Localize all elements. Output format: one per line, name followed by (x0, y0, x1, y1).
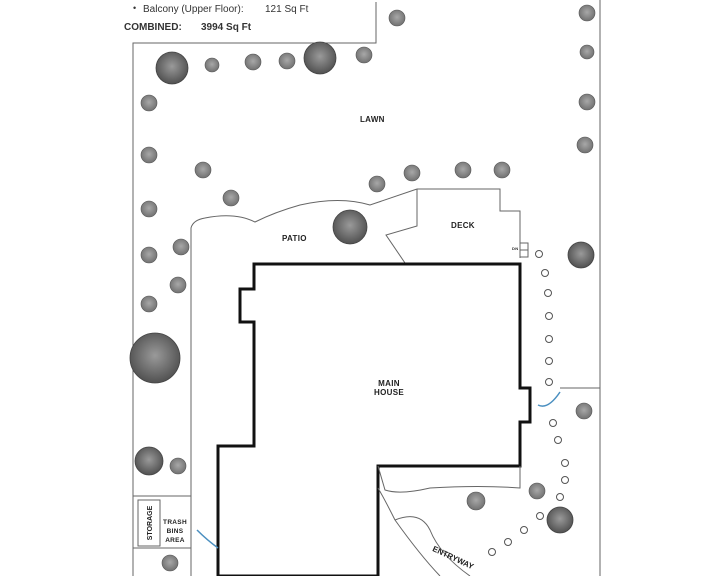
shrub-icon (403, 164, 421, 182)
trash-line2: BINS (166, 528, 184, 535)
shrub-icon (493, 161, 511, 179)
shrub-icon (278, 52, 296, 70)
entryway-label: ENTRYWAY (431, 544, 476, 571)
gate-fixture-right (537, 391, 561, 407)
shrub-icon (140, 146, 158, 164)
patio-label: PATIO (282, 234, 307, 243)
shrub-icon (169, 276, 187, 294)
shrub-icon (528, 482, 546, 500)
shrubs (140, 4, 596, 572)
shrub-icon (388, 9, 406, 27)
shrub-icon (140, 246, 158, 264)
shrub-icon (355, 46, 373, 64)
lawn-label: LAWN (360, 115, 385, 124)
shrub-icon (161, 554, 179, 572)
shrub-icon (222, 189, 240, 207)
shrub-icon (204, 57, 220, 73)
shrub-icon (194, 161, 212, 179)
stepping-stones (488, 250, 569, 556)
combined-label: COMBINED: (124, 22, 182, 33)
shrub-icon (368, 175, 386, 193)
shrub-icon (140, 295, 158, 313)
legend-bullet: • (133, 3, 137, 13)
tree-icon (129, 332, 181, 384)
main-house-line2: HOUSE (374, 388, 404, 397)
main-house-label: MAIN HOUSE (362, 379, 416, 397)
patio-outline (190, 188, 418, 576)
stair-tag: DN (512, 246, 519, 251)
shrub-icon (466, 491, 486, 511)
shrub-icon (172, 238, 190, 256)
balcony-value: 121 Sq Ft (265, 4, 309, 15)
gate-fixture-left (196, 529, 219, 549)
tree-icon (567, 241, 595, 269)
shrub-icon (579, 44, 595, 60)
main-house-wall (216, 262, 532, 576)
property-boundary (132, 0, 601, 576)
storage-label: STORAGE (147, 505, 154, 540)
tree-icon (303, 41, 337, 75)
storage-area (133, 495, 191, 549)
tree-icon (332, 209, 368, 245)
shrub-icon (140, 94, 158, 112)
shrub-icon (578, 93, 596, 111)
combined-value: 3994 Sq Ft (201, 22, 252, 33)
shrub-icon (244, 53, 262, 71)
shrub-icon (140, 200, 158, 218)
trash-bins-label: TRASH BINS AREA (160, 518, 190, 545)
tree-icon (546, 506, 574, 534)
entryway-path (377, 465, 521, 576)
shrub-icon (576, 136, 594, 154)
shrub-icon (575, 402, 593, 420)
main-house-line1: MAIN (378, 379, 400, 388)
deck-label: DECK (451, 221, 475, 230)
tree-icon (155, 51, 189, 85)
trees (129, 41, 595, 534)
shrub-icon (578, 4, 596, 22)
tree-icon (134, 446, 164, 476)
deck-outline (385, 189, 418, 264)
shrub-icon (169, 457, 187, 475)
trash-line1: TRASH (163, 519, 187, 526)
balcony-label: Balcony (Upper Floor): (143, 4, 244, 15)
shrub-icon (454, 161, 472, 179)
trash-line3: AREA (165, 537, 185, 544)
deck-outline-right (417, 188, 521, 258)
